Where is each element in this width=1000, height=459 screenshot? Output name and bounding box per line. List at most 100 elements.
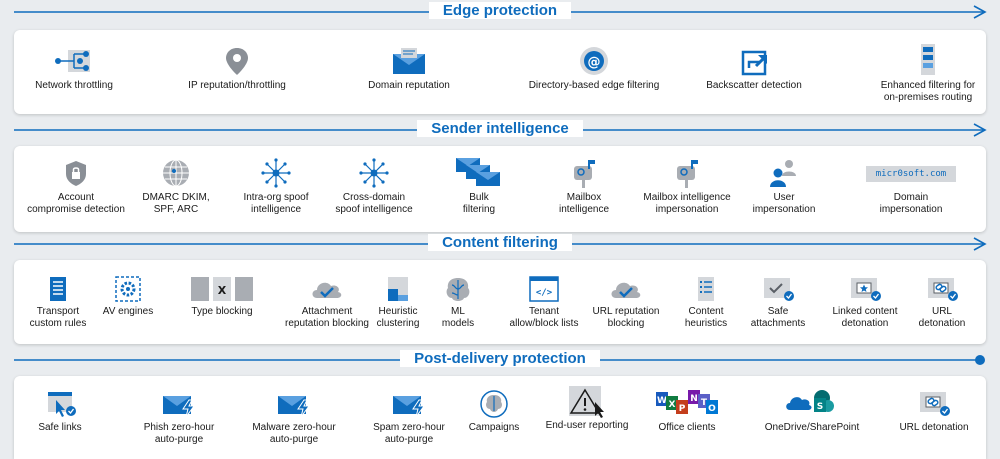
item-domain-impersonation: micr0soft.com Domain impersonation (856, 166, 966, 216)
link-window-icon (920, 392, 950, 416)
file-x-icon: X (191, 277, 253, 301)
item-safe-links: Safe links (22, 390, 98, 434)
item-attachment-reputation: Attachment reputation blocking (272, 276, 382, 330)
item-user-impersonation: User impersonation (739, 158, 829, 216)
section-header-post-delivery: Post-delivery protection (0, 348, 1000, 374)
item-label: Network throttling (35, 80, 113, 91)
item-label-line2: custom rules (29, 318, 87, 329)
safe-links-icon (48, 392, 76, 417)
domain-text-icon: micr0soft.com (866, 166, 956, 182)
item-backscatter-detection: Backscatter detection (694, 46, 814, 92)
item-mailbox-impersonation: Mailbox intelligence impersonation (622, 158, 752, 216)
item-label: URL reputation (592, 306, 660, 317)
code-window-icon: </> (529, 276, 559, 302)
document-list-icon (698, 277, 714, 301)
item-label: Intra-org spoof (243, 192, 309, 203)
item-account-compromise: Account compromise detection (16, 158, 136, 216)
item-dmarc: DMARC DKIM, SPF, ARC (131, 158, 221, 216)
item-content-heuristics: Content heuristics (674, 276, 738, 330)
item-network-throttling: Network throttling (19, 46, 129, 92)
item-onedrive-sharepoint: S OneDrive/SharePoint (752, 388, 872, 434)
globe-grid-icon (163, 159, 189, 187)
item-malware-zap: Malware zero-hour auto-purge (234, 390, 354, 446)
section-title: Post-delivery protection (400, 350, 600, 367)
section-title: Content filtering (428, 234, 572, 251)
mail-bolt-icon (393, 396, 425, 418)
warning-cursor-icon (569, 386, 604, 418)
item-label-line2: on-premises routing (883, 92, 973, 103)
hub-spokes-icon (359, 158, 389, 188)
item-label: ML (451, 306, 465, 317)
onedrive-sharepoint-icon: S (786, 390, 834, 412)
item-label: Directory-based edge filtering (528, 80, 660, 91)
item-label: Campaigns (468, 422, 520, 433)
item-label: IP reputation/throttling (188, 80, 286, 91)
item-tenant-lists: </> Tenant allow/block lists (496, 276, 592, 330)
link-window-icon (928, 278, 958, 301)
item-url-detonation-post: URL detonation (886, 390, 982, 434)
item-label-line2: auto-purge (269, 434, 319, 445)
item-label: Transport (36, 306, 80, 317)
item-label: DMARC DKIM, (142, 192, 210, 203)
item-label: Type blocking (191, 306, 253, 317)
item-label: Safe links (38, 422, 82, 433)
stacked-mail-icon (456, 158, 500, 186)
item-cross-domain-spoof: Cross-domain spoof intelligence (319, 158, 429, 216)
type-block-mark: X (218, 284, 227, 297)
item-label: Malware zero-hour (252, 422, 336, 433)
star-window-icon (851, 278, 881, 301)
share-arrow-icon (741, 50, 768, 76)
section-title: Edge protection (428, 2, 572, 19)
item-label: Content (688, 306, 724, 317)
item-ip-reputation: IP reputation/throttling (172, 46, 302, 92)
item-label: Heuristic (378, 306, 418, 317)
item-label-line2: detonation (918, 318, 966, 329)
at-sign-icon: @ (580, 47, 608, 75)
item-label: Safe (767, 306, 789, 317)
section-title: Sender intelligence (417, 120, 583, 137)
panel-content-filtering: Transport custom rules AV engines X Type… (14, 260, 986, 344)
item-label: Attachment (301, 306, 353, 317)
item-label: OneDrive/SharePoint (764, 422, 860, 433)
item-bulk-filtering: Bulk filtering (444, 156, 514, 216)
item-label: End-user reporting (545, 420, 629, 431)
item-safe-attachments: Safe attachments (744, 276, 812, 330)
item-label: Cross-domain (342, 192, 406, 203)
item-type-blocking: X Type blocking (174, 276, 270, 318)
panel-sender-intelligence: Account compromise detection DMARC DKIM,… (14, 146, 986, 232)
cloud-check-icon (611, 282, 641, 298)
cluster-blocks-icon (388, 277, 408, 301)
item-label: Spam zero-hour (373, 422, 445, 433)
item-intra-org-spoof: Intra-org spoof intelligence (226, 158, 326, 216)
item-linked-content: Linked content detonation (820, 276, 910, 330)
svg-text:O: O (708, 404, 716, 414)
item-phish-zap: Phish zero-hour auto-purge (124, 390, 234, 446)
item-label-line2: reputation blocking (285, 318, 369, 329)
mail-bolt-icon (163, 396, 195, 418)
network-nodes-icon (55, 50, 90, 72)
item-campaigns: Campaigns (459, 390, 529, 434)
item-mailbox-intelligence: Mailbox intelligence (544, 158, 624, 216)
item-office-clients: W X P N T O Office clients (642, 388, 732, 434)
item-label: Mailbox (566, 192, 602, 203)
item-label: Tenant (528, 306, 560, 317)
item-label: Domain reputation (368, 80, 450, 91)
hub-spokes-icon (261, 158, 291, 188)
item-label: URL detonation (899, 422, 969, 433)
brain-icon (446, 278, 470, 301)
item-label-line2: impersonation (655, 204, 719, 215)
section-header-content: Content filtering (0, 232, 1000, 258)
server-filter-icon (921, 44, 935, 75)
item-label-line2: auto-purge (384, 434, 434, 445)
svg-text:W: W (657, 396, 667, 406)
svg-text:@: @ (588, 55, 601, 70)
location-pin-icon (226, 48, 248, 75)
item-label: Bulk (469, 192, 489, 203)
item-ml-models: ML models (434, 276, 482, 330)
cloud-check-icon (312, 282, 342, 298)
safe-attachment-icon (764, 278, 794, 301)
item-label: Linked content (832, 306, 898, 317)
item-label: Backscatter detection (706, 80, 802, 91)
svg-text:X: X (669, 400, 676, 410)
item-label: Account (57, 192, 95, 203)
